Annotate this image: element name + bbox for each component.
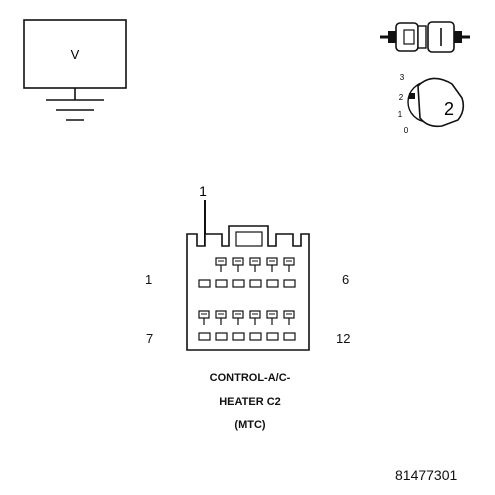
pin-label-6: 6 [342, 272, 350, 287]
disconnect-connector-icon [380, 21, 470, 53]
cavity-1 [198, 279, 211, 288]
ignition-position-2: 2 [399, 93, 404, 102]
cavity-11 [266, 310, 279, 341]
pin-label-12: 12 [336, 331, 351, 346]
cavity-2 [215, 257, 228, 288]
figure-number: 81477301 [395, 467, 458, 483]
probe-label: 1 [199, 183, 207, 199]
connector-name-line3: (MTC) [234, 419, 266, 431]
cavity-12 [283, 310, 296, 341]
cavity-4 [249, 257, 262, 288]
ignition-position-1: 1 [398, 110, 403, 119]
connector-name-line1: CONTROL-A/C- [209, 372, 291, 384]
pin-label-1: 1 [145, 272, 153, 287]
ignition-selected-position: 2 [444, 99, 454, 119]
ignition-position-3: 3 [400, 73, 405, 82]
connector-name-line2: HEATER C2 [219, 396, 281, 408]
connector-c2 [186, 225, 310, 351]
cavity-10 [249, 310, 262, 341]
voltmeter-symbol: V [23, 19, 127, 121]
cavity-5 [266, 257, 279, 288]
cavity-6 [283, 257, 296, 288]
ignition-key-icon: 3 2 1 0 2 [398, 73, 465, 135]
ignition-position-0: 0 [404, 126, 409, 135]
cavity-9 [232, 310, 245, 341]
cavity-3 [232, 257, 245, 288]
cavity-row-bottom [198, 310, 296, 341]
ground-icon [46, 99, 104, 121]
cavity-8 [215, 310, 228, 341]
cavity-7 [198, 310, 211, 341]
cavity-row-top [198, 257, 296, 288]
voltmeter-label: V [71, 47, 80, 62]
pin-label-7: 7 [146, 331, 154, 346]
